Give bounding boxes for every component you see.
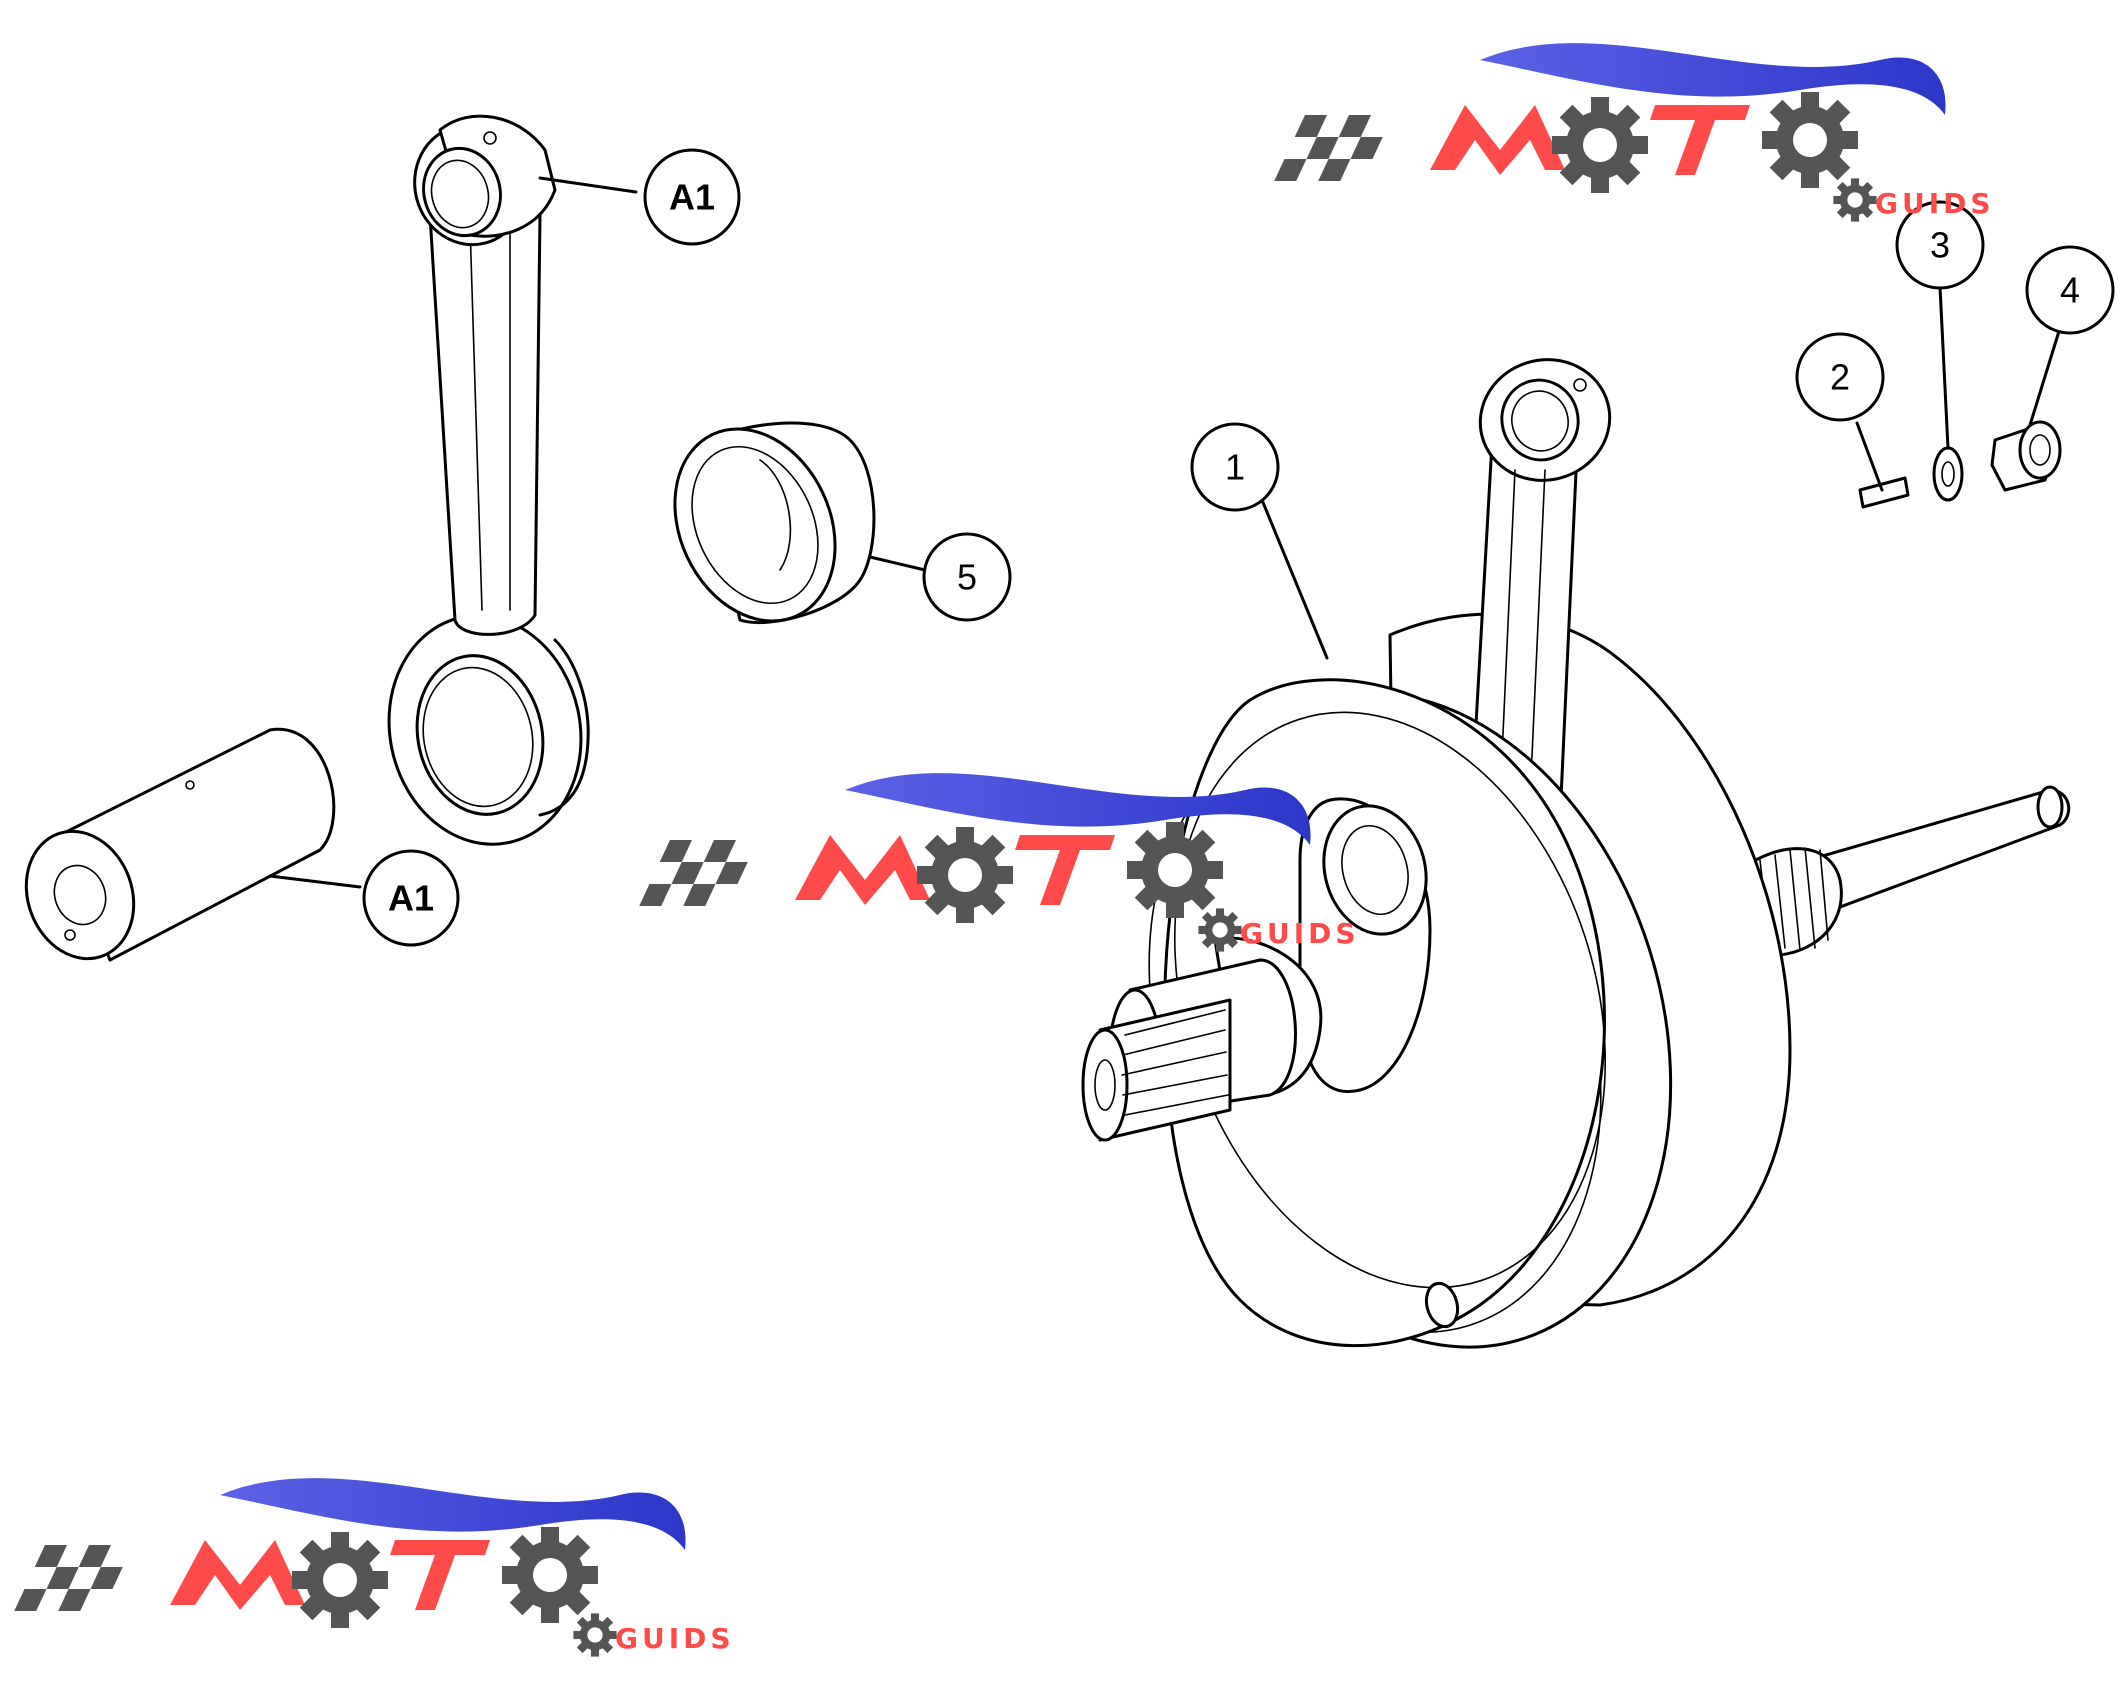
washer: [1932, 446, 1964, 502]
callout-1: 1: [1190, 422, 1280, 512]
callout-3: 3: [1895, 200, 1985, 290]
watermark-sub: GUIDS: [1875, 187, 1995, 220]
watermark-logo-center: GUIDS: [639, 773, 1360, 952]
callout-label: 2: [1830, 357, 1850, 398]
connecting-rod: [387, 114, 590, 846]
leader-lines: [268, 176, 2062, 889]
callout-5: 5: [922, 532, 1012, 622]
callout-2: 2: [1795, 332, 1885, 422]
callout-label: 4: [2060, 270, 2080, 311]
bearing-bush: [673, 421, 876, 625]
callout-label: A1: [388, 878, 434, 919]
callout-a1-rod: A1: [643, 148, 741, 246]
watermark-sub: GUIDS: [1240, 917, 1360, 950]
callout-label: 5: [957, 557, 977, 598]
callout-4: 4: [2025, 245, 2115, 335]
watermark-logo-top: GUIDS: [1274, 43, 1995, 222]
crank-pin: [24, 727, 336, 962]
nut: [1990, 420, 2062, 492]
callout-label: 1: [1225, 447, 1245, 488]
woodruff-key: [1858, 476, 1910, 509]
crankshaft-assembly: [1081, 358, 2071, 1349]
callout-a1-pin: A1: [362, 849, 460, 947]
watermark-sub: GUIDS: [615, 1622, 735, 1655]
callout-label: A1: [669, 177, 715, 218]
watermark-logo-bottom: GUIDS: [14, 1478, 735, 1657]
callout-label: 3: [1930, 225, 1950, 266]
